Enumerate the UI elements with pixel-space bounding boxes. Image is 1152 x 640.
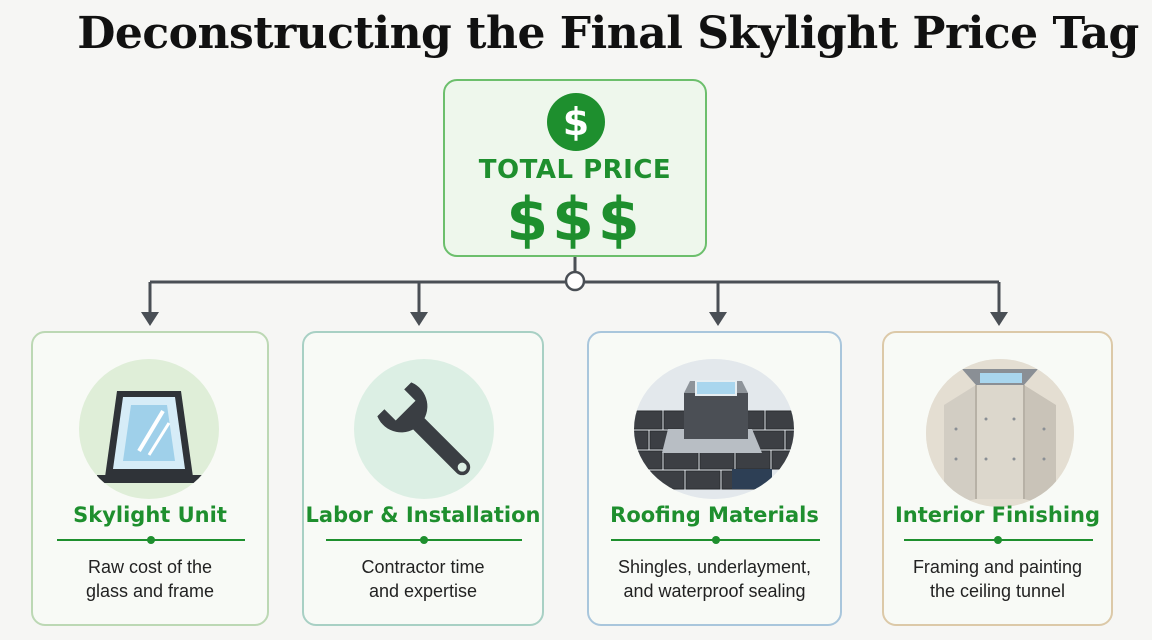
total-price-box: $ TOTAL PRICE $$$ bbox=[443, 79, 707, 257]
component-card-labor-installation: Labor & Installation Contractor time and… bbox=[302, 331, 544, 626]
component-name: Labor & Installation bbox=[305, 503, 541, 527]
component-card-roofing-materials: Roofing Materials Shingles, underlayment… bbox=[587, 331, 842, 626]
component-name: Roofing Materials bbox=[610, 503, 819, 527]
arrow-1 bbox=[141, 312, 159, 326]
total-price-label: TOTAL PRICE bbox=[478, 155, 672, 185]
skylight-window-icon bbox=[79, 359, 219, 499]
divider-dot bbox=[147, 536, 155, 544]
junction-node bbox=[564, 270, 586, 292]
component-name: Skylight Unit bbox=[73, 503, 227, 527]
page-title: Deconstructing the Final Skylight Price … bbox=[77, 8, 1139, 59]
arrow-4 bbox=[990, 312, 1008, 326]
divider-dot bbox=[712, 536, 720, 544]
component-card-skylight-unit: Skylight Unit Raw cost of the glass and … bbox=[31, 331, 269, 626]
component-name: Interior Finishing bbox=[894, 503, 1101, 527]
component-description: Framing and painting the ceiling tunnel bbox=[912, 557, 1083, 601]
arrow-2 bbox=[410, 312, 428, 326]
divider-dot bbox=[994, 536, 1002, 544]
component-description: Contractor time and expertise bbox=[361, 557, 485, 601]
dollar-coin-icon: $ bbox=[547, 93, 605, 151]
roof-shingles-icon bbox=[634, 359, 794, 499]
component-description: Shingles, underlayment, and waterproof s… bbox=[617, 557, 812, 601]
arrow-3 bbox=[709, 312, 727, 326]
total-price-symbols: $$$ bbox=[506, 185, 644, 255]
component-description: Raw cost of the glass and frame bbox=[85, 557, 215, 601]
wrench-icon bbox=[354, 359, 494, 499]
divider-dot bbox=[420, 536, 428, 544]
component-card-interior-finishing: Interior Finishing Framing and painting … bbox=[882, 331, 1113, 626]
ceiling-tunnel-icon bbox=[926, 359, 1074, 507]
